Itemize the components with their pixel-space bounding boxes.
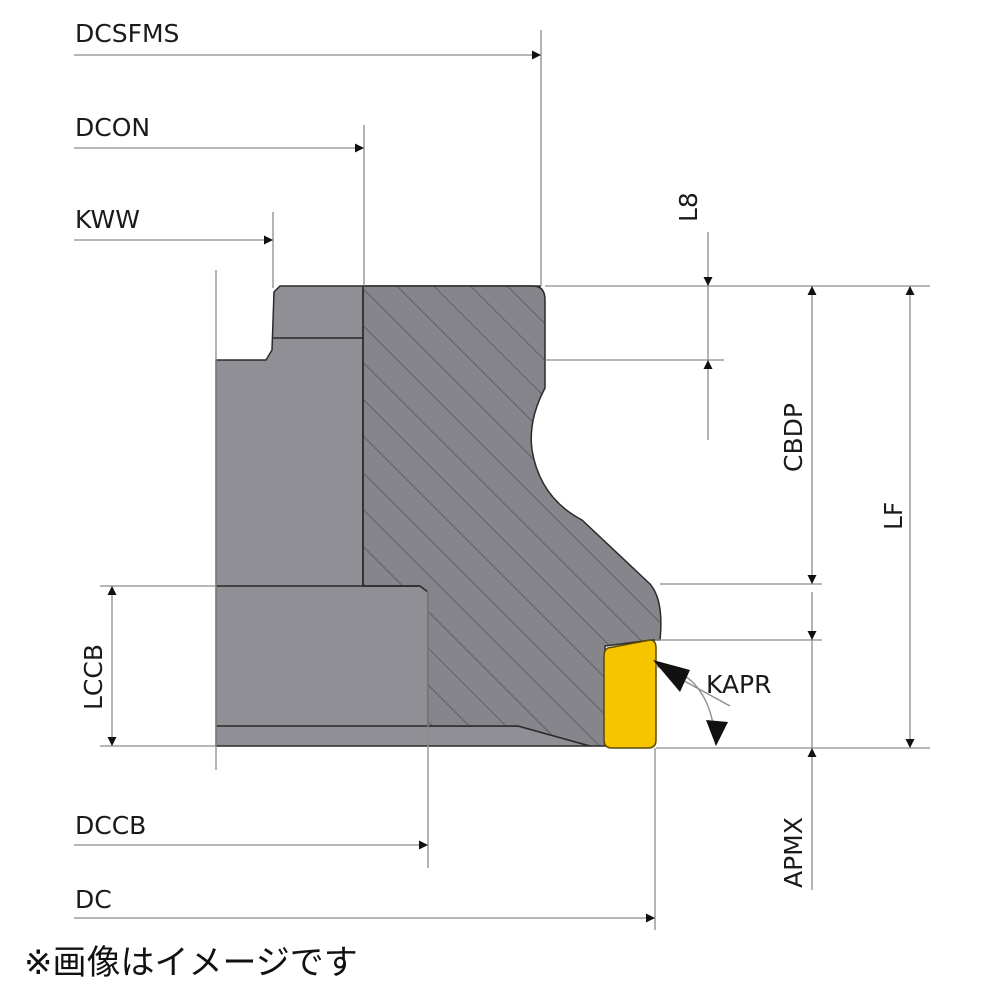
- l8-label: L8: [674, 192, 703, 222]
- dim-dc: DC: [74, 885, 655, 923]
- dim-dcon: DCON: [74, 113, 364, 153]
- dim-dccb: DCCB: [74, 811, 428, 850]
- dcsfms-label: DCSFMS: [75, 19, 179, 48]
- dim-cbdp: CBDP: [779, 286, 817, 584]
- image-disclaimer: ※画像はイメージです: [24, 943, 358, 983]
- dccb-label: DCCB: [75, 811, 146, 840]
- dim-kapr: KAPR: [653, 660, 772, 746]
- lccb-label: LCCB: [79, 644, 108, 710]
- kww-label: KWW: [75, 205, 140, 234]
- cbdp-label: CBDP: [779, 403, 808, 472]
- section-hatched: [362, 285, 662, 747]
- dcon-label: DCON: [75, 113, 150, 142]
- dim-kww: KWW: [74, 205, 273, 245]
- kapr-label: KAPR: [706, 670, 772, 699]
- dc-label: DC: [75, 885, 112, 914]
- dim-dcsfms: DCSFMS: [74, 19, 541, 60]
- dim-lccb: LCCB: [79, 586, 117, 746]
- dim-lf: LF: [879, 286, 915, 748]
- insert: [603, 639, 657, 749]
- apmx-label: APMX: [779, 817, 808, 888]
- dim-l8: L8: [674, 192, 713, 440]
- lf-label: LF: [879, 502, 908, 530]
- dim-apmx: APMX: [779, 592, 817, 890]
